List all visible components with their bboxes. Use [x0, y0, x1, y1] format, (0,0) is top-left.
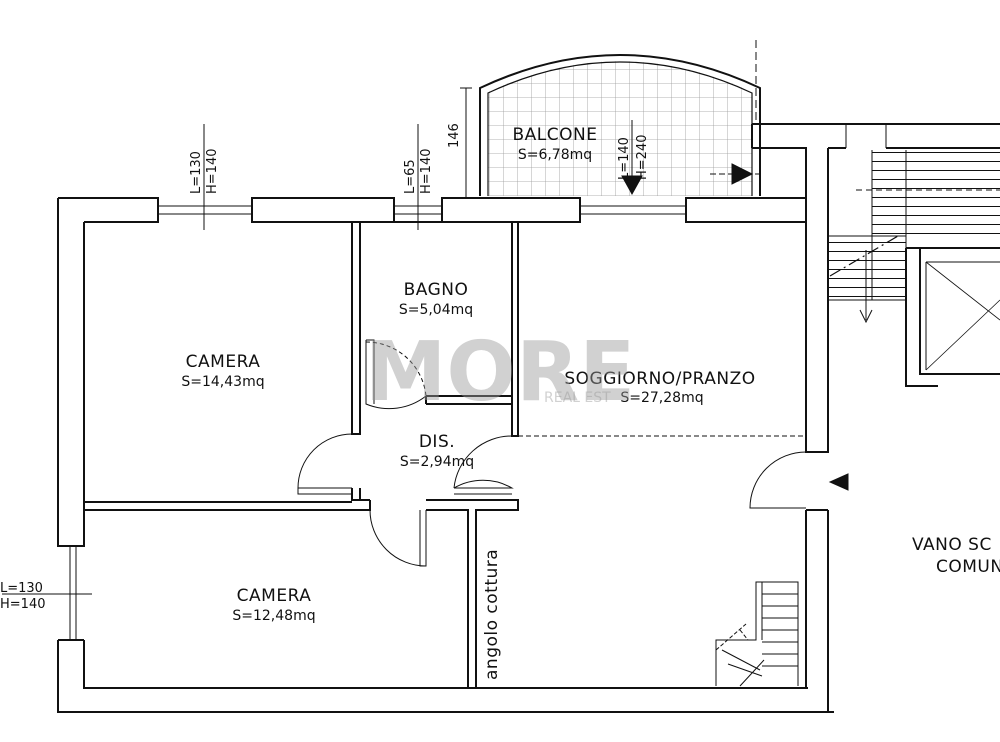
room-area-camera-2: S=12,48mq: [232, 608, 315, 624]
window-camera-1-height: H=140: [205, 149, 220, 194]
room-labels: BALCONE S=6,78mq BAGNO S=5,04mq CAMERA S…: [181, 125, 1000, 680]
watermark-subtitle: REAL EST: [544, 390, 611, 406]
room-name-dis: DIS.: [419, 432, 455, 452]
window-bagno-height: H=140: [419, 149, 434, 194]
watermark: MORE REAL EST: [365, 325, 635, 420]
room-area-soggiorno: S=27,28mq: [620, 390, 703, 406]
room-name-vano-line-1: VANO SC: [912, 535, 992, 555]
room-area-camera-1: S=14,43mq: [181, 374, 264, 390]
room-area-dis: S=2,94mq: [400, 454, 474, 470]
room-name-soggiorno: SOGGIORNO/PRANZO: [564, 369, 755, 389]
window-bagno-width: L=65: [403, 159, 418, 194]
room-name-camera-1: CAMERA: [186, 352, 261, 372]
window-camera-2-height: H=140: [0, 597, 45, 612]
doors: [297, 339, 807, 567]
window-balcone-width: L=140: [617, 137, 632, 180]
entry-arrows: [621, 40, 849, 491]
window-labels: L=130 H=140 L=65 H=140 L=140 H=240 L=130…: [0, 123, 650, 612]
balcone-depth-dimension: 146: [447, 123, 462, 148]
balcony: [479, 54, 761, 196]
room-name-angolo-cottura: angolo cottura: [482, 549, 502, 680]
window-camera-1-width: L=130: [189, 151, 204, 194]
window-balcone-height: H=240: [635, 135, 650, 180]
room-name-balcone: BALCONE: [513, 125, 598, 145]
window-marks: [2, 87, 472, 595]
room-name-camera-2: CAMERA: [237, 586, 312, 606]
window-camera-2-width: L=130: [0, 581, 43, 596]
room-name-bagno: BAGNO: [404, 280, 469, 300]
room-area-balcone: S=6,78mq: [518, 147, 592, 163]
room-name-vano-line-2: COMUN: [936, 557, 1000, 577]
watermark-logo: MORE: [365, 325, 635, 420]
room-area-bagno: S=5,04mq: [399, 302, 473, 318]
stairs-internal: [715, 581, 799, 687]
stairs-common: [828, 150, 1000, 324]
